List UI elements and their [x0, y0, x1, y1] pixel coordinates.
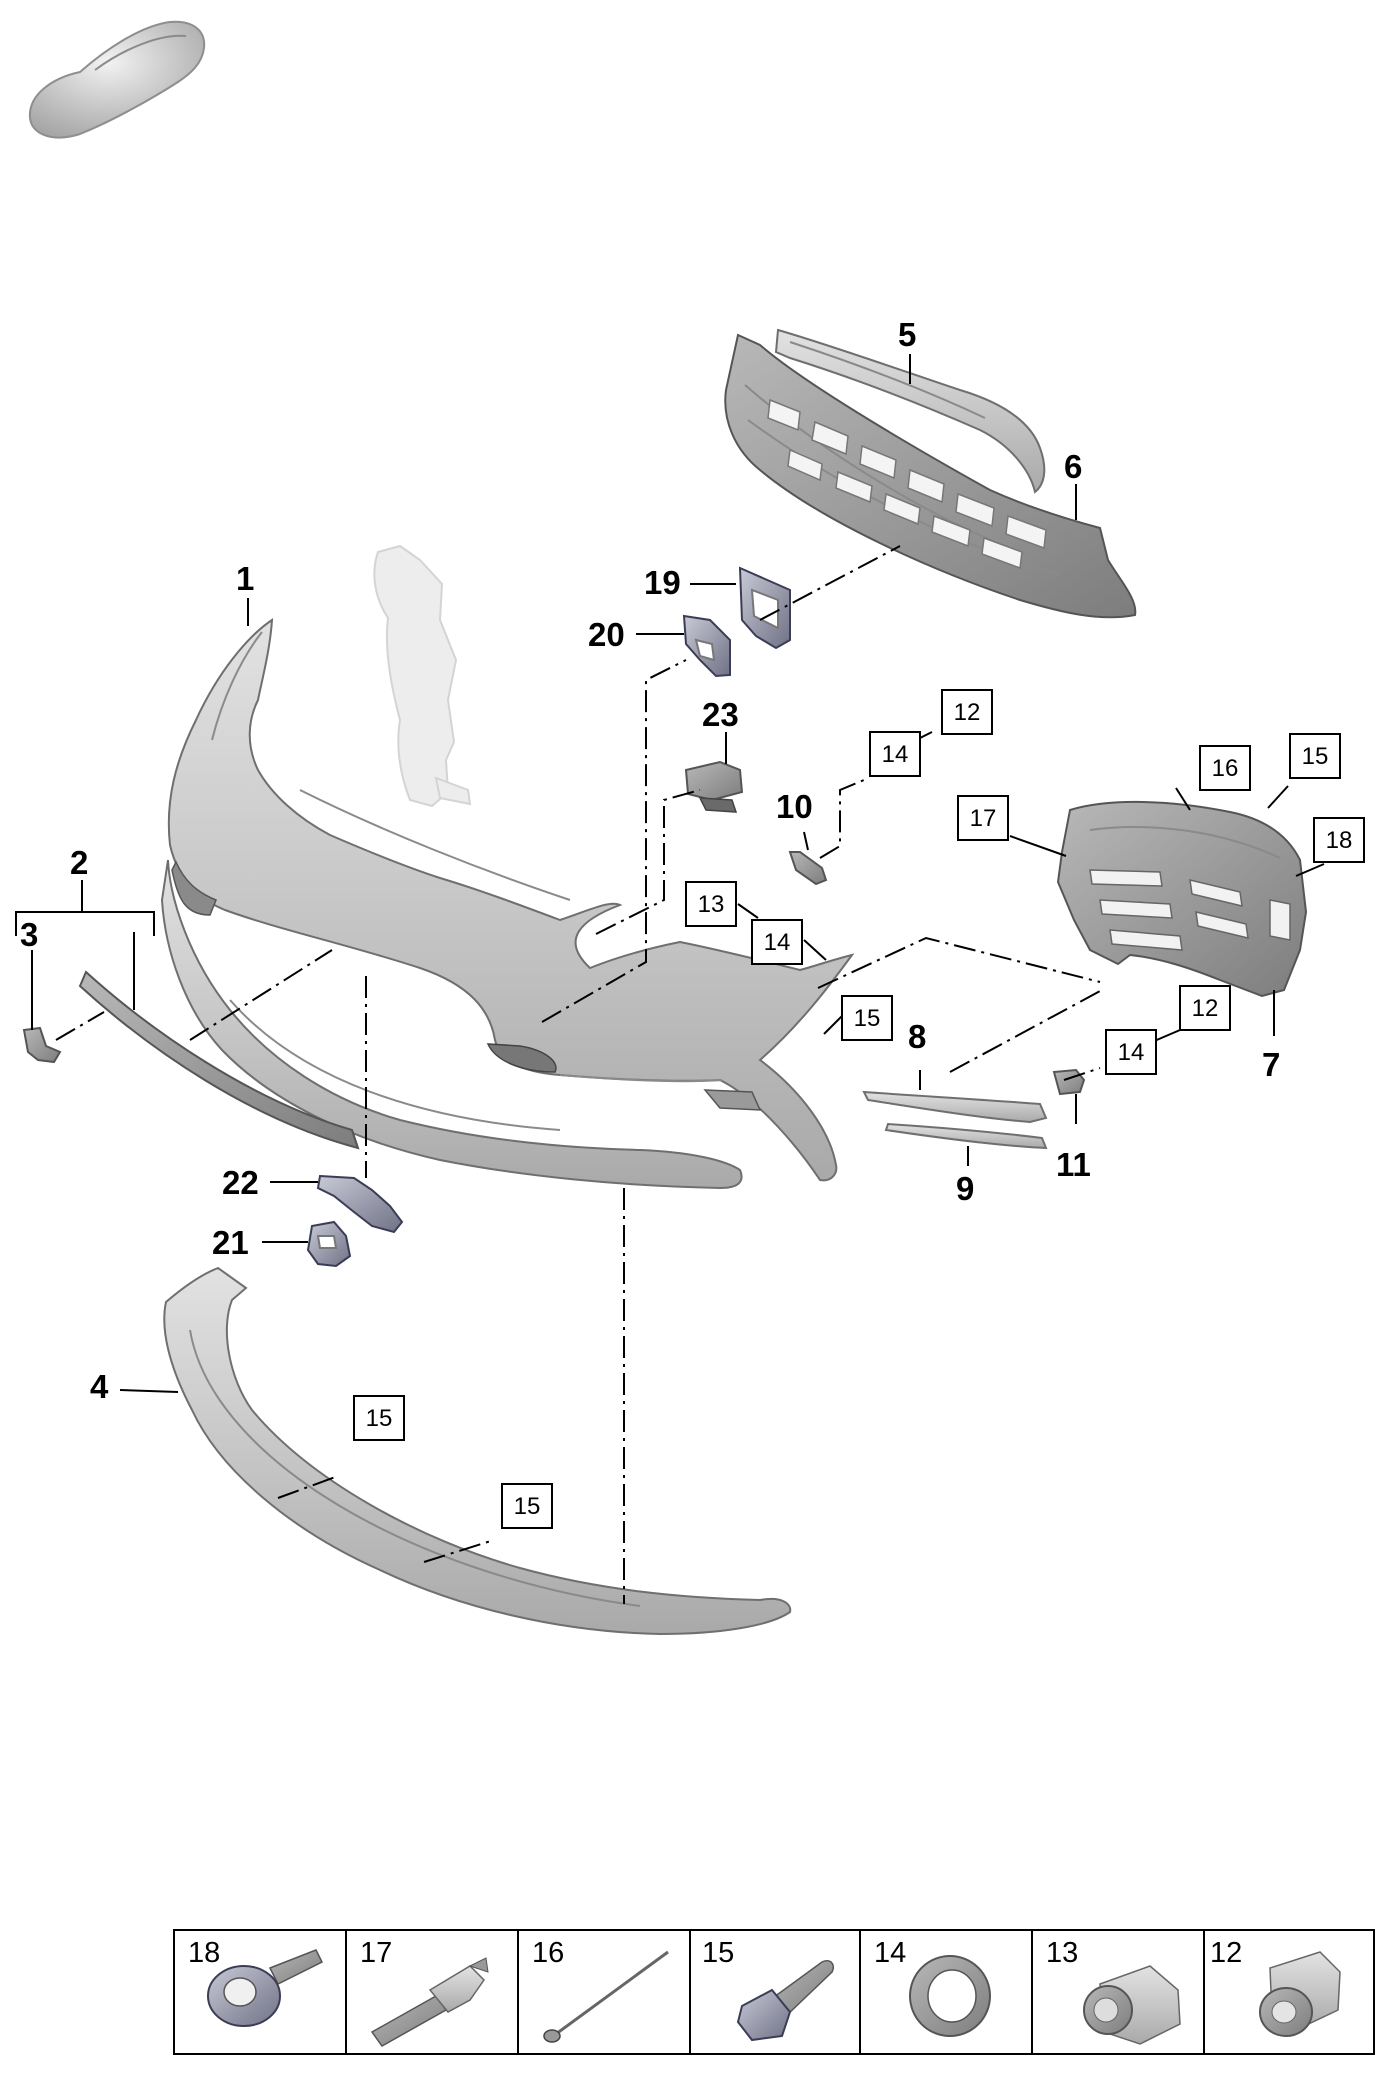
- air-intake-trim-8: [862, 1090, 1048, 1124]
- ref-box-18: 18: [1313, 817, 1365, 863]
- ref-box-15-spoiler-left: 15: [353, 1395, 405, 1441]
- callout-11: 11: [1056, 1146, 1091, 1183]
- expanding-rivet-icon: [370, 1957, 489, 2047]
- bumper-trim-strip: [78, 970, 360, 1150]
- bumper-cover: [160, 618, 855, 1190]
- svg-text:12: 12: [1210, 1937, 1242, 1969]
- svg-text:14: 14: [882, 741, 909, 768]
- upper-grille-trim: [774, 328, 1046, 494]
- ref-box-15-carrier: 15: [1289, 733, 1341, 779]
- ref-box-12-right: 12: [1179, 985, 1231, 1031]
- ref-box-15-bumper: 15: [841, 995, 893, 1041]
- sensor-bracket-10: [788, 851, 828, 886]
- ref-box-12-top: 12: [941, 689, 993, 735]
- callout-10: 10: [776, 788, 813, 825]
- svg-text:15: 15: [854, 1005, 881, 1032]
- ref-box-14-top: 14: [869, 731, 921, 777]
- legend-cell-18: 18: [188, 1937, 324, 2027]
- legend-cell-17: 17: [360, 1937, 489, 2047]
- svg-text:15: 15: [702, 1937, 734, 1969]
- ref-box-17: 17: [957, 795, 1009, 841]
- vehicle-thumbnail: [28, 20, 206, 139]
- legend-cell-14: 14: [874, 1937, 991, 2037]
- svg-text:14: 14: [1118, 1039, 1145, 1066]
- callout-19: 19: [644, 564, 681, 601]
- sealing-ring-icon: [909, 1955, 991, 2037]
- grille-bracket-20: [682, 614, 731, 678]
- sensor-icon: [1083, 1965, 1181, 2045]
- air-intake-trim-9: [884, 1122, 1048, 1150]
- svg-text:17: 17: [360, 1937, 392, 1969]
- svg-text:15: 15: [1302, 743, 1329, 770]
- bracket-23: [684, 760, 744, 813]
- front-grille: [724, 333, 1137, 619]
- svg-text:14: 14: [874, 1937, 906, 1969]
- svg-text:12: 12: [1192, 995, 1219, 1022]
- assembly-lines: [55, 545, 1103, 1604]
- callout-8: 8: [908, 1018, 926, 1055]
- leader-lines: [15, 354, 1325, 1393]
- svg-text:12: 12: [954, 699, 981, 726]
- callout-23: 23: [702, 696, 739, 733]
- callout-4: 4: [90, 1368, 109, 1405]
- ref-box-14-mid: 14: [751, 919, 803, 965]
- callout-9: 9: [956, 1170, 974, 1207]
- callout-20: 20: [588, 616, 625, 653]
- legend-cell-16: 16: [532, 1937, 669, 2043]
- ref-box-13: 13: [685, 881, 737, 927]
- sensor-holder-icon: [1259, 1951, 1341, 2037]
- boxed-refs: 12 14 13 14 15 16 15 17 18 12 14 15 15: [353, 689, 1365, 1529]
- callout-numbers: 1 2 3 4 5 6 7 8 9 10 11 19 20 21 22 23: [20, 316, 1280, 1405]
- svg-text:14: 14: [764, 929, 791, 956]
- sensor-holder-11: [1052, 1068, 1086, 1096]
- bracket-21: [306, 1220, 352, 1268]
- callout-2: 2: [70, 844, 88, 881]
- callout-1: 1: [236, 560, 254, 597]
- legend-cell-15: 15: [702, 1937, 834, 2042]
- svg-text:15: 15: [366, 1405, 393, 1432]
- svg-text:16: 16: [532, 1937, 564, 1969]
- ref-box-16: 16: [1199, 745, 1251, 791]
- cable-tie-icon: [543, 1950, 669, 2043]
- callout-5: 5: [898, 316, 916, 353]
- screw-icon: [736, 1960, 834, 2042]
- fastener-legend: 18 17 16 15: [173, 1929, 1375, 2055]
- ref-box-15-spoiler-right: 15: [501, 1483, 553, 1529]
- energy-absorber-ghost: [373, 544, 472, 808]
- svg-text:13: 13: [698, 891, 725, 918]
- svg-text:15: 15: [514, 1493, 541, 1520]
- svg-text:17: 17: [970, 805, 997, 832]
- callout-7: 7: [1262, 1046, 1280, 1083]
- callout-6: 6: [1064, 448, 1082, 485]
- small-bracket-3: [22, 1026, 62, 1064]
- legend-cell-12: 12: [1210, 1937, 1341, 2037]
- callout-22: 22: [222, 1164, 259, 1201]
- bumper-carrier: [1056, 800, 1308, 998]
- grille-slots: [767, 398, 1047, 570]
- svg-text:18: 18: [188, 1937, 220, 1969]
- svg-text:16: 16: [1212, 755, 1239, 782]
- front-spoiler: [163, 1266, 792, 1636]
- ref-box-14-right: 14: [1105, 1029, 1157, 1075]
- grille-bracket-19: [738, 566, 791, 650]
- legend-cell-13: 13: [1046, 1937, 1181, 2045]
- bracket-22: [316, 1174, 404, 1234]
- svg-text:18: 18: [1326, 827, 1353, 854]
- callout-21: 21: [212, 1224, 249, 1261]
- callout-3: 3: [20, 916, 38, 953]
- svg-text:13: 13: [1046, 1937, 1078, 1969]
- rivet-nut-icon: [207, 1949, 324, 2027]
